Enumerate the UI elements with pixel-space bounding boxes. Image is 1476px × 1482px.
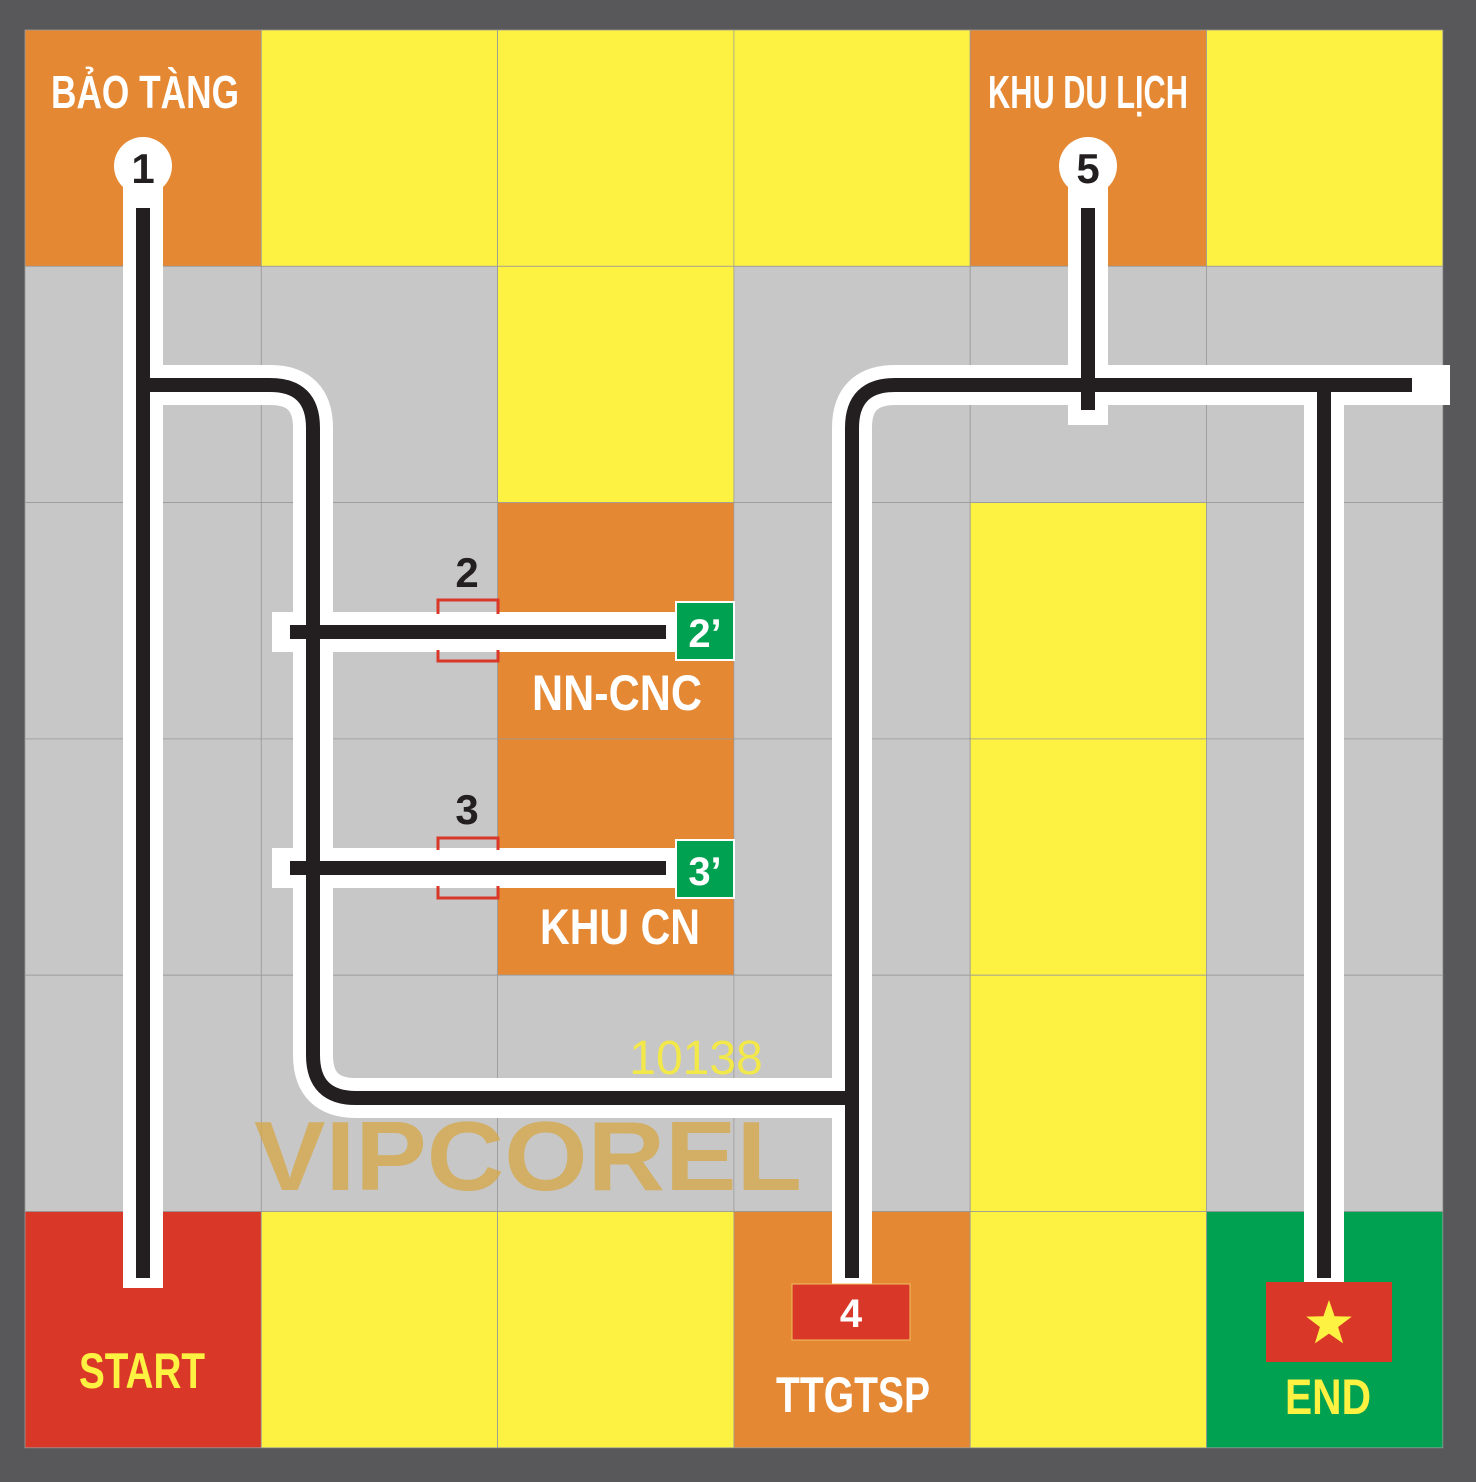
marker-4-label: 4	[840, 1292, 863, 1336]
marker-4: 4	[791, 1283, 911, 1341]
checkpoint-2-bracket-top	[436, 598, 500, 614]
marker-2-prime-box	[675, 601, 735, 661]
board-cell-0-1	[260, 29, 498, 267]
marker-3-prime-label: 3’	[688, 850, 721, 894]
marker-3-prime-box	[675, 839, 735, 899]
flag-star	[1306, 1300, 1352, 1344]
location-khu-cn: KHU CN	[540, 899, 700, 955]
location-start: START	[79, 1343, 205, 1399]
checkpoint-2-bracket-bottom	[436, 650, 500, 663]
marker-4-box	[791, 1283, 911, 1341]
checkpoint-3-bracket-bottom	[436, 886, 500, 900]
marker-5: 5	[1059, 137, 1117, 195]
checkpoint-2-label: 2	[455, 549, 478, 596]
board-cell-0-5	[1206, 29, 1444, 267]
location-end: END	[1285, 1369, 1371, 1425]
watermark-number: 10138	[629, 1032, 762, 1085]
marker-1: 1	[114, 137, 172, 195]
board-cell-0-2	[497, 29, 735, 267]
checkpoint-3-bracket-top	[436, 836, 500, 850]
watermark-text: VIPCOREL	[254, 1101, 802, 1211]
board-cell-4-4	[969, 974, 1207, 1212]
checkpoint-3-label: 3	[455, 786, 478, 833]
track-line-left-loop	[143, 378, 852, 1105]
marker-2-prime: 2’	[675, 601, 735, 661]
marker-5-label: 5	[1076, 145, 1099, 192]
board-cell-5-4	[969, 1211, 1207, 1449]
location-nn-cnc: NN-CNC	[532, 665, 702, 721]
line-track	[123, 180, 1450, 1288]
board-cell-2-4	[969, 502, 1207, 740]
marker-3-prime: 3’	[675, 839, 735, 899]
board-cell-3-4	[969, 738, 1207, 976]
marker-5-circle	[1059, 137, 1117, 195]
board-cell-1-2	[497, 265, 735, 503]
board-cell-5-1	[260, 1211, 498, 1449]
board-cell-0-3	[733, 29, 971, 267]
checkpoint-brackets	[436, 598, 500, 900]
board-cell-5-2	[497, 1211, 735, 1449]
location-bao-tang: BẢO TÀNG	[51, 66, 239, 118]
marker-1-circle	[114, 137, 172, 195]
marker-2-prime-label: 2’	[688, 612, 721, 656]
location-ttgtsp: TTGTSP	[776, 1367, 930, 1423]
star-flag-icon	[1266, 1282, 1392, 1362]
board-grid	[24, 29, 1444, 1449]
marker-1-label: 1	[131, 145, 154, 192]
track-line-right-loop	[845, 378, 1412, 1278]
location-khu-du-lich: KHU DU LỊCH	[988, 66, 1188, 118]
